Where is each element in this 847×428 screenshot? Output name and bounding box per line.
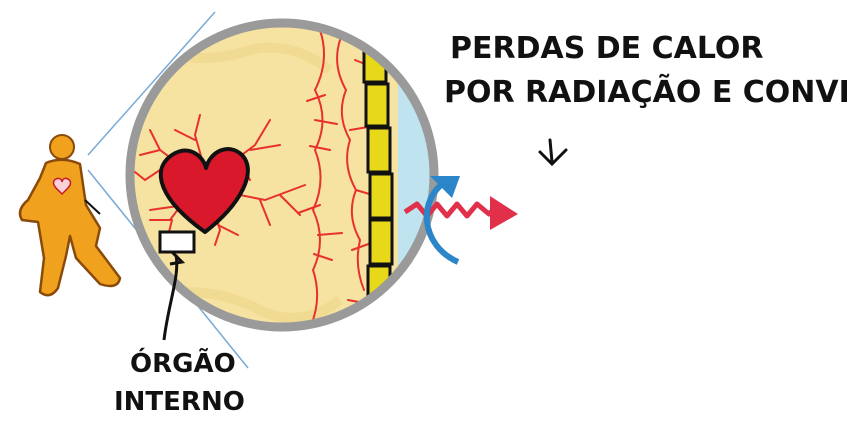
person-figure-icon <box>20 135 120 295</box>
heat-loss-pointer <box>540 140 566 164</box>
organ-caption-line2: INTERNO <box>114 387 245 417</box>
heat-loss-caption-line2: POR RADIAÇÃO E CONVECÇÃO <box>444 73 847 110</box>
radiation-arrowhead <box>490 196 518 230</box>
heat-loss-caption-line1: PERDAS DE CALOR <box>450 31 763 66</box>
organ-caption-line1: ÓRGÃO <box>130 347 236 379</box>
